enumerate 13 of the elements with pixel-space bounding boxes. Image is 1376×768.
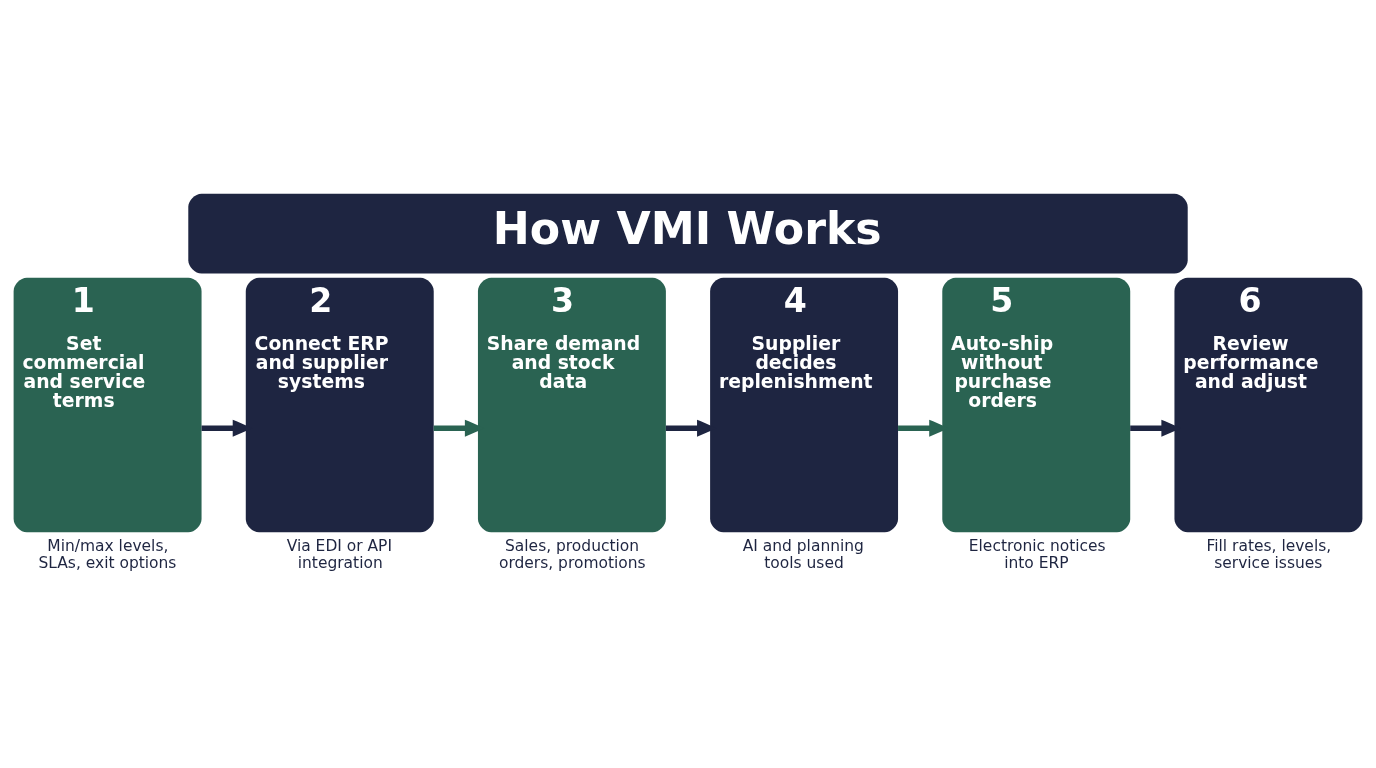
diagram-title: How VMI Works	[492, 202, 882, 254]
node-label: Fill rates, levels, service issues	[1206, 537, 1332, 572]
node-box: 2 Connect ERP and supplier systems	[245, 277, 434, 533]
node-box: 3 Share demand and stock data	[477, 277, 666, 533]
node-label: Electronic notices into ERP	[968, 537, 1106, 572]
node-label: Via EDI or API integration	[286, 537, 393, 572]
node-label: AI and planning tools used	[742, 537, 864, 572]
node-label: Min/max levels, SLAs, exit options	[38, 537, 177, 572]
node-box: 1 Set commercial and service terms	[13, 277, 202, 533]
node-label: Sales, production orders, promotions	[498, 537, 646, 572]
node-box: 6 Review performance and adjust	[1174, 277, 1363, 533]
node-box: 5 Auto-ship without purchase orders	[942, 277, 1131, 533]
node-box: 4 Supplier decides replenishment	[710, 277, 899, 533]
